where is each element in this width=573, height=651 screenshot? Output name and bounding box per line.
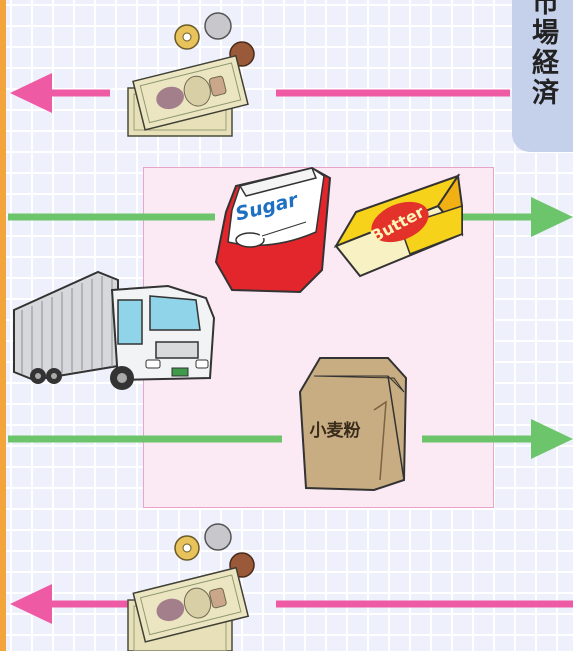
butter-box-icon: Butter bbox=[333, 173, 464, 278]
arrow-right-icon bbox=[531, 197, 573, 237]
coins-icon bbox=[174, 12, 255, 67]
money-arrow-bottom bbox=[10, 584, 573, 624]
money-arrow-top bbox=[10, 73, 510, 113]
left-accent-rule bbox=[0, 0, 6, 651]
section-tab-title: 市場経済 bbox=[527, 0, 558, 108]
arrow-right-icon bbox=[531, 419, 573, 459]
section-tab: 市場経済 bbox=[512, 0, 573, 152]
banknotes-icon bbox=[127, 54, 249, 137]
goods-arrow-middle bbox=[8, 197, 573, 237]
coins-icon bbox=[174, 523, 255, 578]
flour-label: 小麦粉 bbox=[309, 421, 361, 441]
flour-bag-icon bbox=[298, 357, 408, 492]
arrow-left-icon bbox=[10, 73, 52, 113]
goods-arrow-lower bbox=[8, 419, 573, 459]
sugar-bag-icon: Sugar bbox=[214, 166, 332, 294]
arrow-left-icon bbox=[10, 584, 52, 624]
banknotes-icon bbox=[127, 566, 250, 651]
truck-icon bbox=[13, 270, 216, 390]
